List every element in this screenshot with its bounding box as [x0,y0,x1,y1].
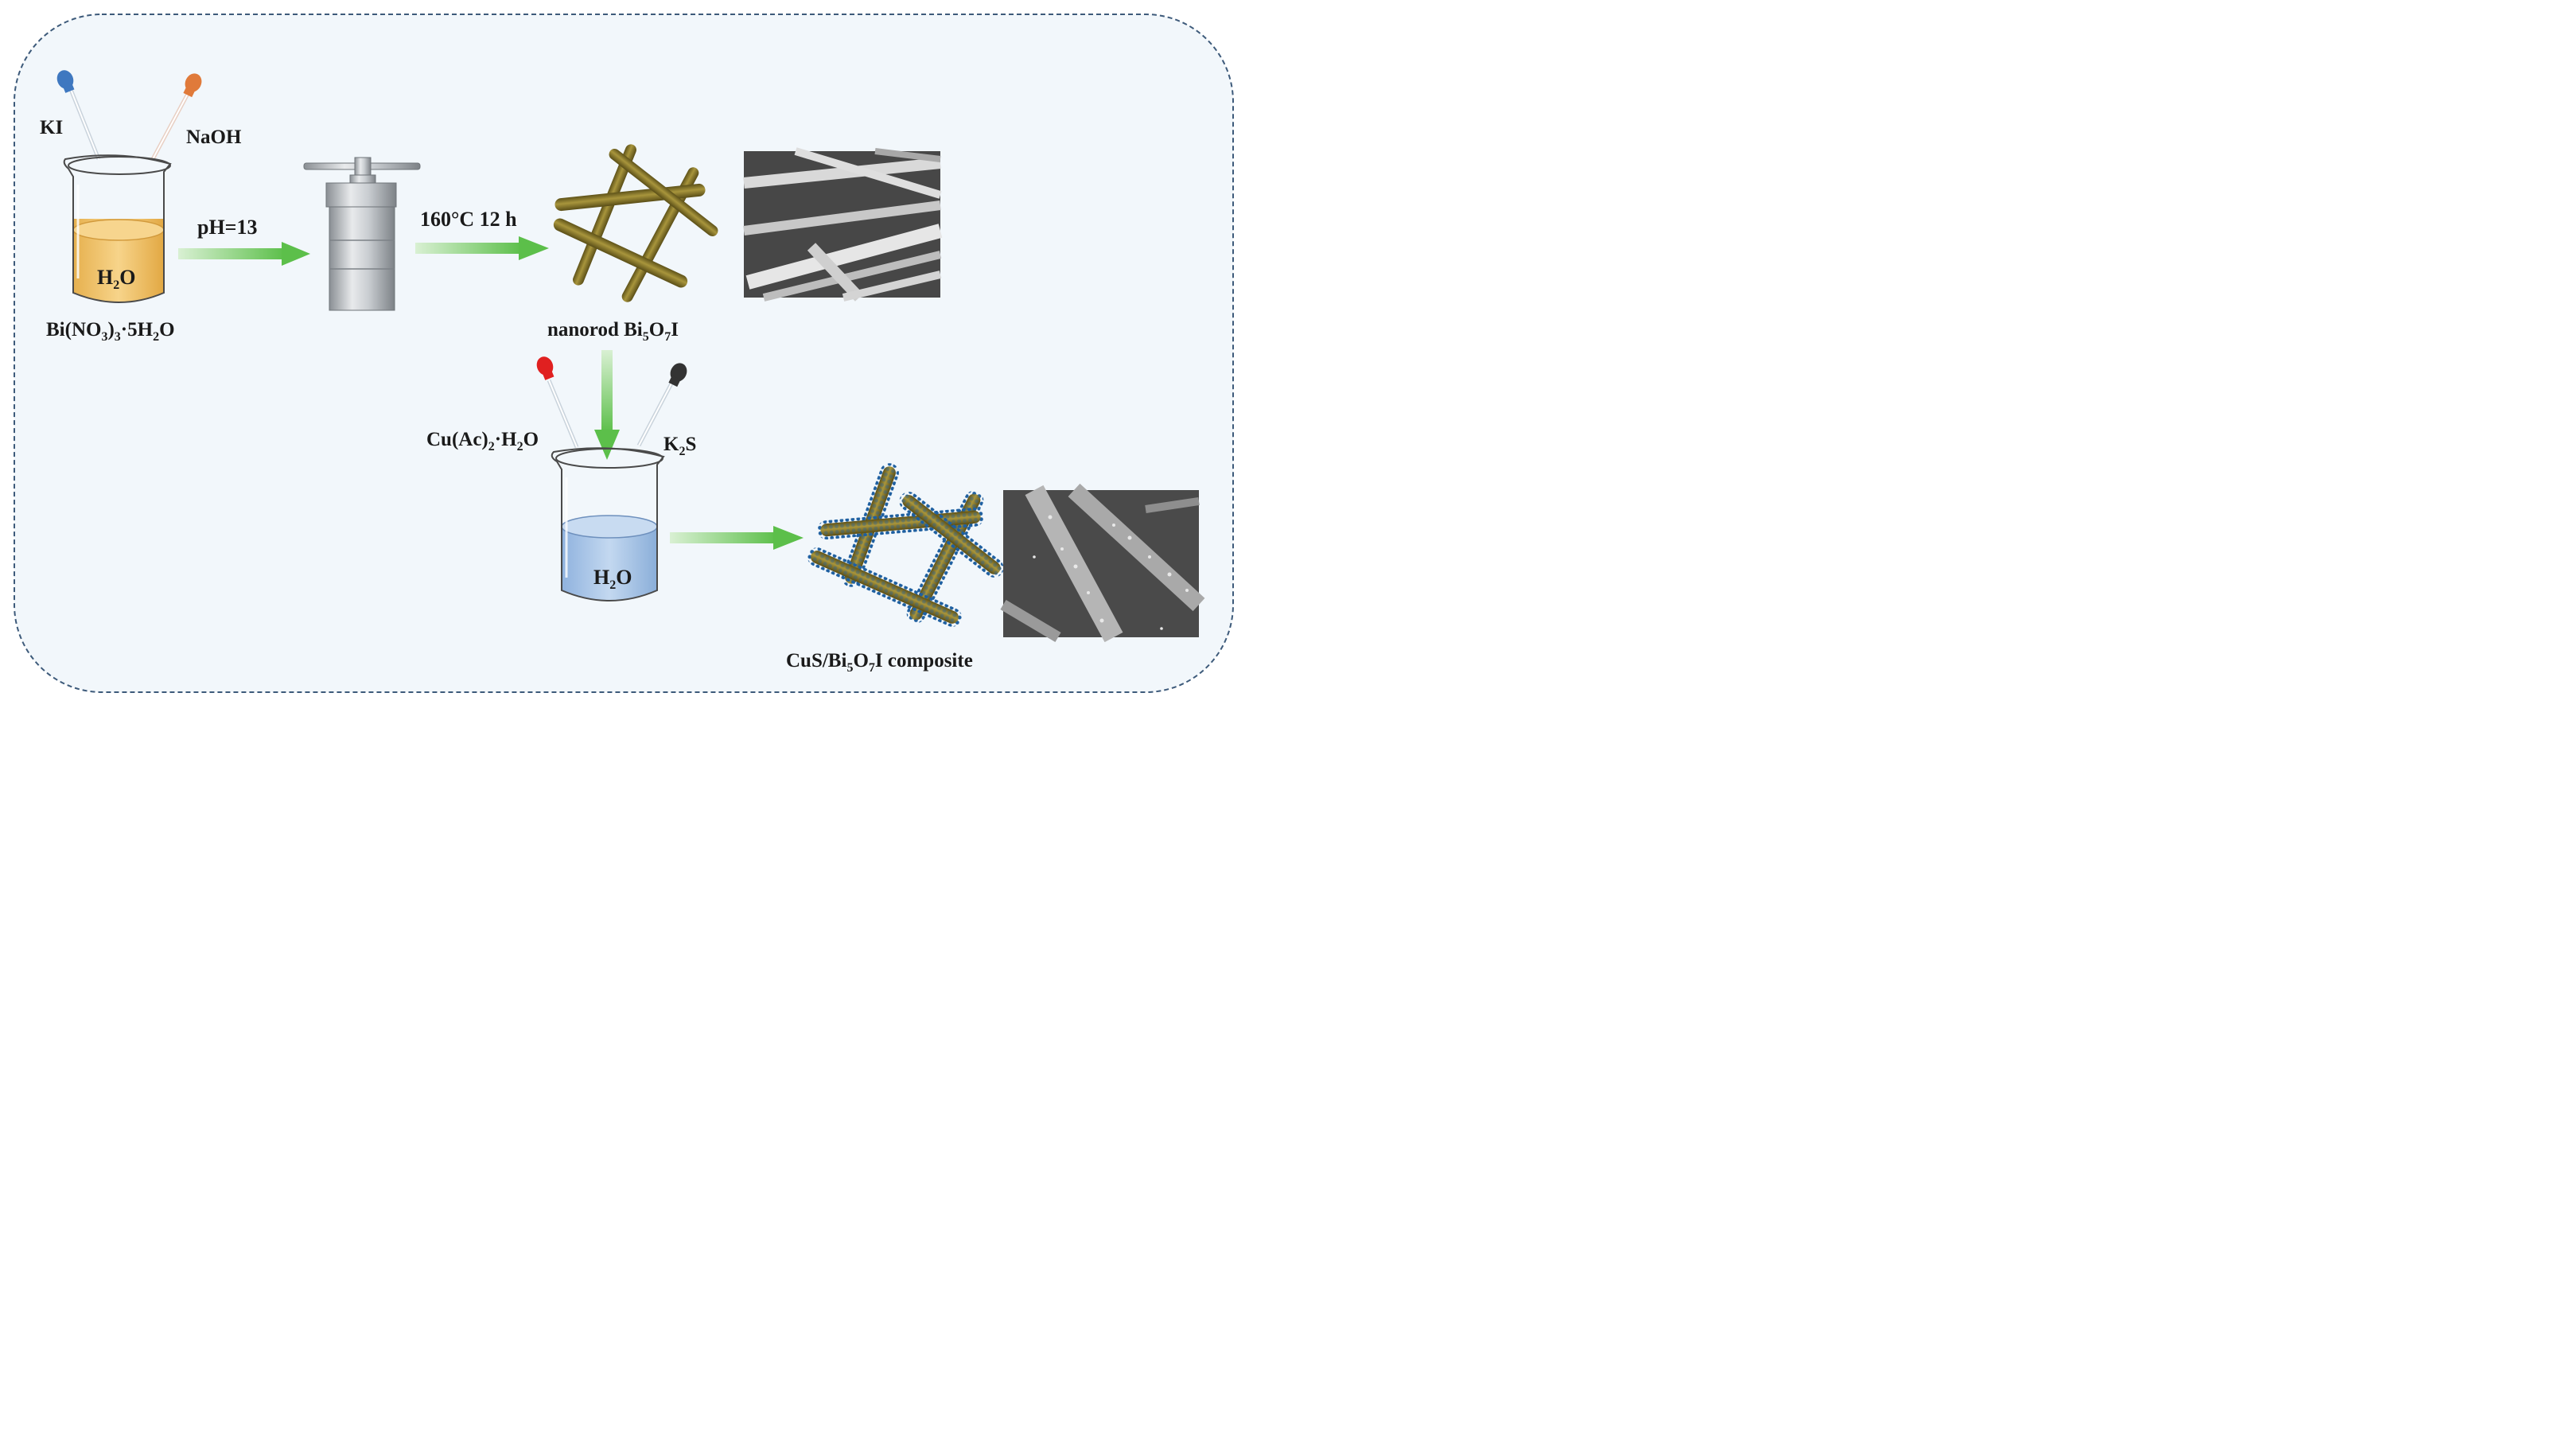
arrow-3 [594,350,620,460]
dropper-k2s [636,363,687,447]
ph-label: pH=13 [197,216,258,239]
conditions-label: 160°C 12 h [420,208,517,231]
arrow-4 [670,526,804,550]
synthesis-scheme: KI NaOH H2O Bi(NO3)3·5H2O pH=13 160°C 12… [14,14,1234,693]
arrow-2 [415,236,549,260]
bismuth-precursor-label: Bi(NO3)3·5H2O [46,319,175,344]
water-label-2: H2O [593,566,632,592]
arrow-1 [178,242,310,266]
copper-acetate-label: Cu(Ac)2·H2O [426,429,539,453]
beaker-1 [63,154,172,303]
ki-label: KI [40,117,63,138]
composite-network [807,463,1004,627]
sem-image-composite [1000,483,1205,643]
beaker-2 [551,447,665,601]
naoh-label: NaOH [186,127,242,148]
nanorod-label: nanorod Bi5O7I [547,319,679,344]
potassium-sulfide-label: K2S [663,434,696,458]
dropper-ki [56,70,101,160]
nanorod-network [553,144,718,302]
water-label-1: H2O [97,266,135,292]
sem-image-nanorods [743,147,943,302]
dropper-copper-acetate [536,356,579,448]
dropper-naoh [150,73,202,161]
autoclave [303,157,421,311]
composite-label: CuS/Bi5O7I composite [786,650,973,675]
